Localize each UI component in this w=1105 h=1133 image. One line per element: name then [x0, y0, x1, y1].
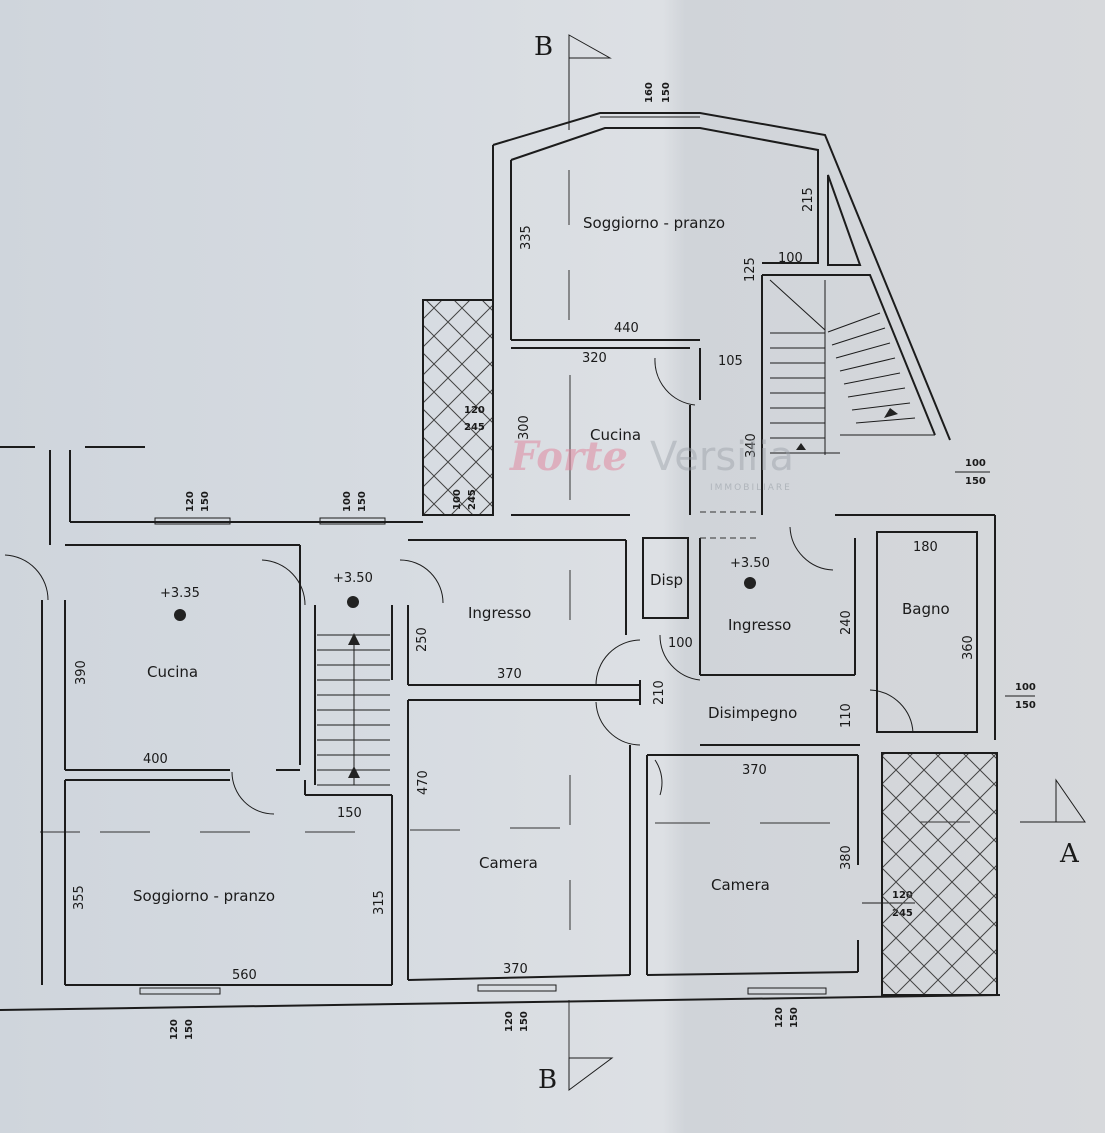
dim-disimpegno-height: 110: [839, 703, 854, 728]
section-b-top-label: B: [534, 32, 553, 62]
dim-camera-right-height: 380: [839, 845, 854, 870]
terrace-hatch-top: [422, 299, 494, 516]
svg-text:Forte: Forte: [509, 433, 628, 480]
room-label-disp: Disp: [650, 571, 683, 589]
room-label-soggiorno-left: Soggiorno - pranzo: [133, 887, 275, 905]
level-marker-icon: [744, 577, 756, 589]
dim-corridor-210: 210: [652, 680, 667, 705]
left-stair-window-dim-1: 100: [342, 491, 353, 512]
ingresso-left-walls: [407, 539, 641, 746]
dim-camera-center-width: 370: [503, 962, 528, 977]
bottom-right-window-dim-1: 120: [774, 1007, 785, 1028]
watermark: Forte Versilia IMMOBILIARE: [509, 433, 794, 493]
dim-cucina-center-height: 300: [517, 415, 532, 440]
room-label-camera-center: Camera: [479, 854, 538, 872]
terrace-hatch-bottom: [881, 752, 998, 996]
room-label-cucina-left: Cucina: [147, 663, 198, 681]
bottom-right-window-dim-2: 150: [789, 1007, 800, 1028]
level-cucina-left: +3.35: [160, 586, 200, 601]
room-label-camera-right: Camera: [711, 876, 770, 894]
dim-soggiorno-left-height: 355: [72, 885, 87, 910]
bottom-left-window-dim-1: 120: [169, 1019, 180, 1040]
dim-soggiorno-left-width: 560: [232, 968, 257, 983]
dim-cucina-left-height: 390: [74, 660, 89, 685]
dim-stair-right-125: 125: [743, 257, 758, 282]
room-label-cucina-center: Cucina: [590, 426, 641, 444]
dim-ingresso-left-height: 250: [415, 627, 430, 652]
dim-camera-right-width: 370: [742, 763, 767, 778]
cucina-center-walls: [511, 348, 701, 516]
dim-camera-center-height: 470: [416, 770, 431, 795]
top-window-dim-2: 150: [661, 82, 672, 103]
ingresso-right-walls: [699, 511, 996, 740]
bagno-walls: [876, 531, 978, 733]
svg-text:IMMOBILIARE: IMMOBILIARE: [710, 483, 792, 493]
dim-soggiorno-top-side: 215: [801, 187, 816, 212]
right-stair-window-dim-2: 150: [965, 476, 986, 487]
bottom-left-window-dim-2: 150: [184, 1019, 195, 1040]
bagno-window-dim-1: 100: [1015, 682, 1036, 693]
dim-soggiorno-top-height: 335: [519, 225, 534, 250]
dim-stair-left-150: 150: [337, 806, 362, 821]
room-label-ingresso-left: Ingresso: [468, 604, 531, 622]
left-cucina-window-dim-2: 150: [200, 491, 211, 512]
section-a-label: A: [1059, 839, 1080, 869]
dim-stair-right-340: 340: [744, 433, 759, 458]
top-window-dim-1: 160: [644, 82, 655, 103]
dim-corridor-100: 100: [668, 636, 693, 651]
section-b-bottom-label: B: [538, 1065, 557, 1095]
stair-right: [761, 274, 936, 515]
bottom-center-window-dim-1: 120: [504, 1011, 515, 1032]
dim-ingresso-right-height: 240: [839, 610, 854, 635]
room-label-disimpegno: Disimpegno: [708, 704, 797, 722]
disp-closet: [642, 537, 689, 619]
section-line-a: [40, 778, 1086, 833]
dim-cucina-left-width: 400: [143, 752, 168, 767]
room-label-soggiorno-top: Soggiorno - pranzo: [583, 214, 725, 232]
level-stair-left: +3.50: [333, 571, 373, 586]
dim-cucina-center-width: 320: [582, 351, 607, 366]
camera-right-walls: [646, 754, 859, 995]
stair-left: [314, 559, 444, 786]
level-marker-icon: [347, 596, 359, 608]
level-ingresso-right: +3.50: [730, 556, 770, 571]
svg-text:Versilia: Versilia: [650, 434, 794, 480]
terrace-bottom-door-dim-2: 245: [467, 489, 478, 510]
dim-soggiorno-left-side: 315: [372, 890, 387, 915]
left-wing-walls: [0, 446, 1001, 1011]
left-cucina-window-dim-1: 120: [185, 491, 196, 512]
bottom-center-window-dim-2: 150: [519, 1011, 530, 1032]
room-label-ingresso-right: Ingresso: [728, 616, 791, 634]
camera-center-walls: [407, 700, 631, 992]
dim-soggiorno-top-width: 440: [614, 321, 639, 336]
top-soggiorno-walls: [492, 112, 951, 441]
bagno-window-dim-2: 150: [1015, 700, 1036, 711]
terrace-bottom-door-dim-1: 100: [452, 489, 463, 510]
dim-bagno-width: 180: [913, 540, 938, 555]
right-stair-window-dim-1: 100: [965, 458, 986, 469]
section-line-b: [568, 34, 614, 1091]
dim-ingresso-left-width: 370: [497, 667, 522, 682]
level-marker-icon: [174, 609, 186, 621]
dim-stair-right-105: 105: [718, 354, 743, 369]
room-label-bagno: Bagno: [902, 600, 950, 618]
dim-stair-right-100: 100: [778, 251, 803, 266]
terrace-top-door-dim-2: 245: [464, 422, 485, 433]
left-stair-window-dim-2: 150: [357, 491, 368, 512]
terrace-top-door-dim-1: 120: [464, 405, 485, 416]
dim-bagno-height: 360: [961, 635, 976, 660]
